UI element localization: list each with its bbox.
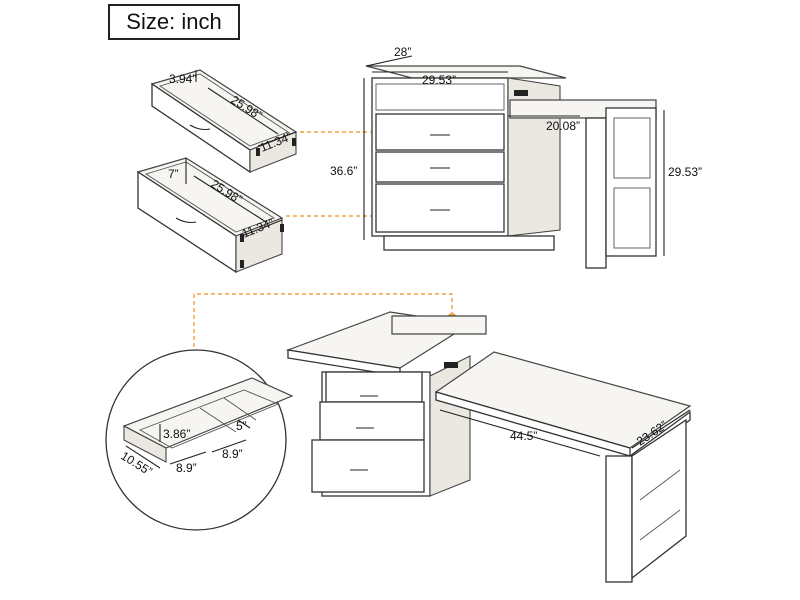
drawer-handle-icon [189,124,211,131]
top-drawer-illustration [150,69,298,174]
cabinet-height-label: 36.6” [330,164,357,178]
tray-depth-label: 3.86” [163,427,190,441]
tray-compartment-a-label: 8.9” [176,461,197,475]
size-unit-label: Size: inch [108,4,240,40]
bottom-drawer-height-label: 7” [168,167,179,181]
extended-desk-illustration [285,311,692,583]
extension-length-label: 20.08” [546,119,580,133]
extension-height-label: 29.53” [668,165,702,179]
desk-power-outlet-icon [444,362,458,368]
size-unit-text: Size: inch [126,9,222,34]
power-outlet-icon [514,90,528,96]
tray-detail-magnifier [105,349,294,531]
cabinet-depth-label: 28” [394,45,411,59]
tray-callout-line [193,293,453,360]
cabinet-illustration [363,55,665,269]
tray-inner-label: 5” [236,419,247,433]
tray-compartment-b-label: 8.9” [222,447,243,461]
bottom-drawer-illustration [136,157,284,274]
cabinet-width-label: 29.53” [422,73,456,87]
desk-length-label: 44.5” [510,429,537,443]
top-drawer-height-label: 3.94” [169,72,196,86]
drawer-handle-icon-2 [175,217,197,224]
